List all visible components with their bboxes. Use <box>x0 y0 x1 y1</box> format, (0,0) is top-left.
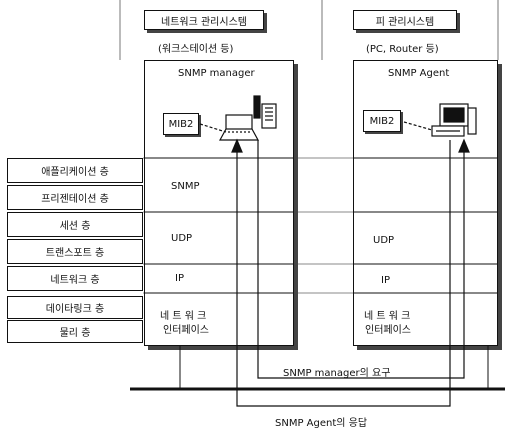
pc-icon <box>404 104 476 136</box>
response-label: SNMP Agent의 응답 <box>275 414 367 429</box>
workstation-icon <box>200 96 276 140</box>
request-arrow <box>258 140 469 378</box>
request-label: SNMP manager의 요구 <box>283 364 390 379</box>
